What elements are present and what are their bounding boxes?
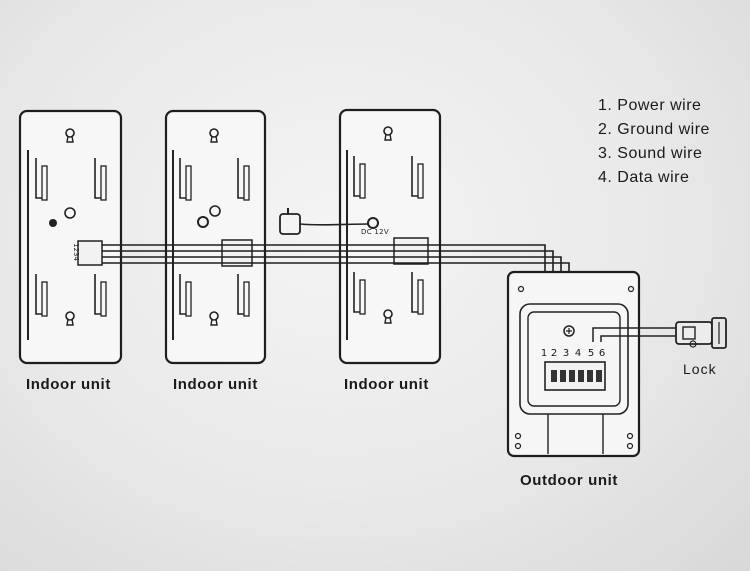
- outdoor-terminal-5: 5: [588, 348, 594, 359]
- indoor-unit-3-caption: Indoor unit: [344, 376, 429, 393]
- legend-item-power: 1. Power wire: [598, 97, 702, 114]
- outdoor-terminal-1: 1: [541, 348, 547, 359]
- outdoor-unit-caption: Outdoor unit: [520, 472, 619, 489]
- outdoor-terminal-2: 2: [551, 348, 557, 359]
- lock-caption: Lock: [683, 361, 717, 377]
- indoor-unit-1-caption: Indoor unit: [26, 376, 111, 393]
- legend-item-data: 4. Data wire: [598, 169, 690, 186]
- indoor-1-terminal-numbers: 1234: [72, 243, 80, 261]
- lock: [640, 317, 727, 349]
- indoor-unit-3: [338, 108, 442, 365]
- legend-item-sound: 3. Sound wire: [598, 145, 703, 162]
- power-adapter: [279, 208, 369, 235]
- outdoor-terminal-6: 6: [599, 348, 605, 359]
- power-label: DC 12V: [361, 228, 389, 236]
- legend-item-ground: 2. Ground wire: [598, 121, 710, 138]
- indoor-1-terminal-block: [77, 240, 103, 266]
- indoor-unit-2: [164, 109, 267, 365]
- wire-legend: 1. Power wire 2. Ground wire 3. Sound wi…: [598, 94, 748, 190]
- indoor-unit-2-caption: Indoor unit: [173, 376, 258, 393]
- indoor-unit-1: 1234: [18, 109, 123, 365]
- outdoor-unit: 1 2 3 4 5 6: [506, 270, 676, 458]
- outdoor-terminal-4: 4: [575, 348, 581, 359]
- indoor-2-terminal-block: [221, 239, 253, 267]
- outdoor-terminal-3: 3: [563, 348, 569, 359]
